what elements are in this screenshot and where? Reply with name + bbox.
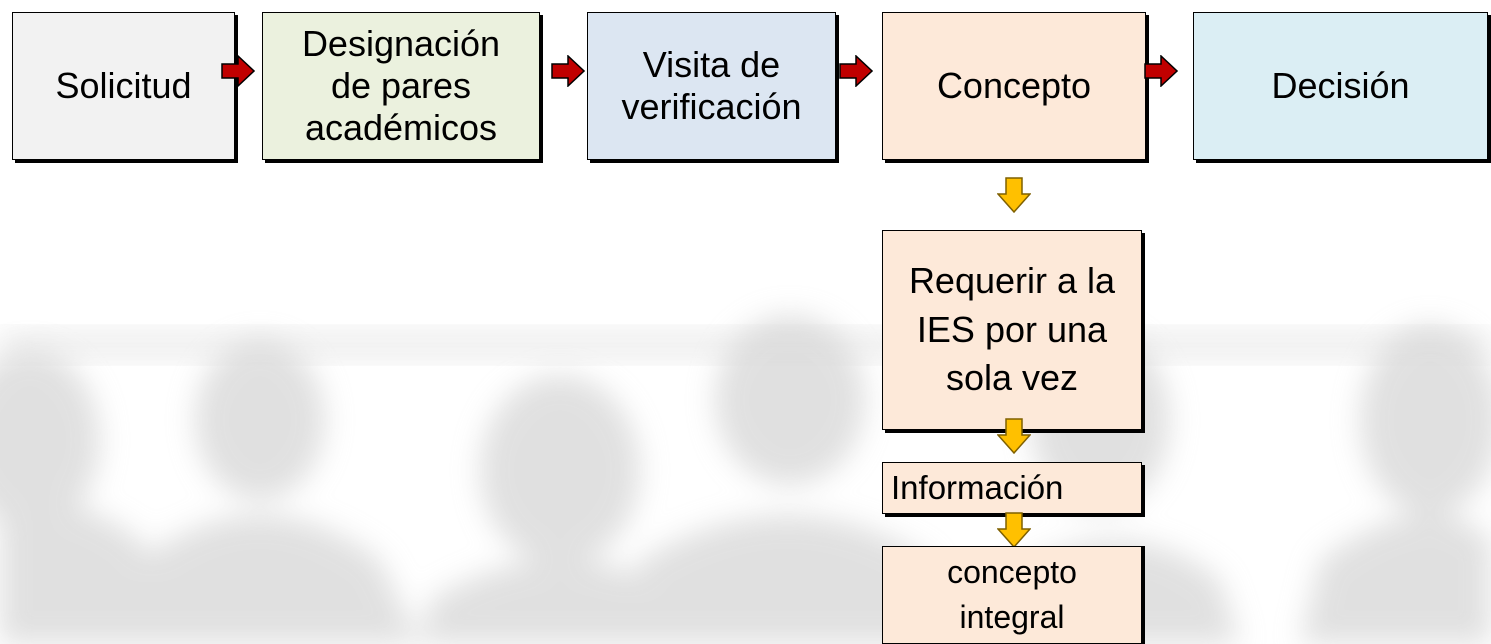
- red-right-arrow-icon: [839, 55, 873, 87]
- box-requerir: Requerir a la IES por una sola vez: [882, 230, 1142, 430]
- yellow-down-arrow-icon: [997, 177, 1031, 213]
- box-requerir-line-3: sola vez: [945, 357, 1079, 399]
- step-designacion-line-2: de pares: [330, 65, 472, 107]
- box-concepto-integral: concepto integral: [882, 546, 1142, 644]
- step-visita-line-2: verificación: [621, 86, 802, 127]
- box-concepto-integral-line-1: concepto: [947, 554, 1077, 591]
- step-solicitud-label: Solicitud: [55, 65, 192, 107]
- red-right-arrow-icon: [1144, 55, 1178, 87]
- step-visita-line-1: Visita de: [642, 44, 781, 86]
- red-right-arrow-icon: [551, 55, 585, 87]
- step-designacion-line-3: académicos: [304, 106, 498, 148]
- step-concepto: Concepto: [882, 12, 1146, 160]
- step-solicitud: Solicitud: [12, 12, 235, 160]
- step-designacion-line-1: Designación: [301, 23, 501, 65]
- red-right-arrow-icon: [221, 55, 255, 87]
- yellow-down-arrow-icon: [997, 512, 1031, 548]
- box-requerir-line-1: Requerir a la: [908, 260, 1116, 302]
- yellow-down-arrow-icon: [997, 418, 1031, 454]
- box-requerir-line-2: IES por una: [916, 308, 1108, 350]
- step-designacion: Designación de pares académicos: [262, 12, 540, 160]
- box-concepto-integral-line-2: integral: [959, 599, 1065, 635]
- step-decision-label: Decisión: [1271, 65, 1410, 107]
- box-informacion-label: Información: [891, 468, 1064, 506]
- step-visita: Visita de verificación: [587, 12, 836, 160]
- step-concepto-label: Concepto: [936, 65, 1092, 107]
- box-informacion: Información: [882, 462, 1142, 514]
- step-decision: Decisión: [1193, 12, 1488, 160]
